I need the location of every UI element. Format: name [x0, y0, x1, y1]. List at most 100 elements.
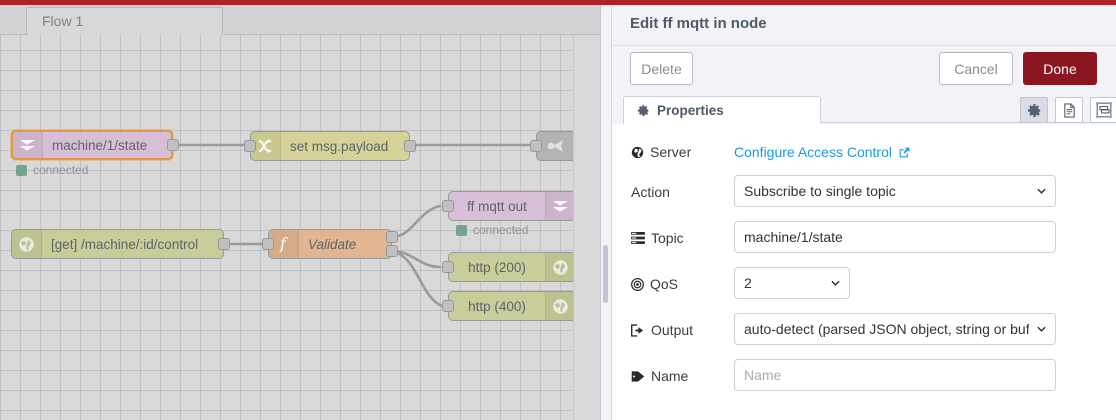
- node-debug[interactable]: [536, 131, 573, 161]
- node-input-port[interactable]: [244, 140, 256, 152]
- node-output-port[interactable]: [404, 140, 416, 152]
- link-text: Configure Access Control: [734, 144, 892, 160]
- tasks-icon: [631, 232, 645, 244]
- node-change[interactable]: set msg.payload: [250, 131, 410, 161]
- tool-gear-button[interactable]: [1020, 97, 1048, 123]
- node-edit-dialog: Edit ff mqtt in node Delete Cancel Done …: [611, 5, 1116, 420]
- field-control-action: Subscribe to single topic: [734, 175, 1056, 207]
- node-label: set msg.payload: [290, 138, 389, 154]
- node-label: ff mqtt out: [467, 198, 527, 214]
- cancel-button[interactable]: Cancel: [939, 52, 1013, 85]
- field-row-name: Name Name: [631, 359, 1101, 393]
- node-http-response-200[interactable]: http (200): [448, 252, 573, 282]
- field-label-qos: QoS: [631, 267, 734, 301]
- flow-workspace: Flow 1: [0, 5, 600, 420]
- node-output-port[interactable]: [218, 238, 230, 250]
- node-function[interactable]: f Validate: [268, 229, 392, 259]
- app-header-bar: [0, 0, 1116, 5]
- dialog-title-separator: [612, 45, 1116, 46]
- field-label-output: Output: [631, 313, 734, 347]
- sign-out-icon: [631, 323, 644, 337]
- node-input-port[interactable]: [442, 261, 454, 273]
- node-label: machine/1/state: [52, 137, 148, 153]
- globe-icon: [545, 292, 573, 320]
- tab-properties[interactable]: Properties: [623, 96, 821, 124]
- label-text: Output: [651, 322, 694, 338]
- status-dot: [456, 224, 467, 236]
- field-label-server: Server: [631, 135, 734, 169]
- done-button[interactable]: Done: [1023, 52, 1097, 85]
- node-http-response-400[interactable]: http (400): [448, 291, 573, 321]
- delete-button[interactable]: Delete: [630, 52, 693, 85]
- topic-input[interactable]: machine/1/state: [734, 221, 1056, 253]
- gear-icon: [1027, 103, 1041, 117]
- field-row-topic: Topic machine/1/state: [631, 221, 1101, 255]
- field-row-action: Action Subscribe to single topic: [631, 175, 1101, 209]
- tool-description-button[interactable]: [1055, 97, 1083, 123]
- properties-form: Server Configure Access Control Action: [612, 124, 1116, 420]
- globe-icon: [631, 146, 644, 158]
- globe-icon: [12, 230, 42, 258]
- mqtt-icon: [545, 192, 573, 220]
- field-control-name: Name: [734, 359, 1056, 391]
- name-input[interactable]: Name: [734, 359, 1056, 391]
- node-label: http (200): [468, 259, 526, 275]
- external-link-icon: [899, 147, 910, 157]
- mqtt-icon: [13, 132, 43, 158]
- node-status-mqtt-out: connected: [456, 223, 528, 237]
- node-input-port[interactable]: [262, 238, 274, 250]
- chevron-down-icon: [1037, 326, 1046, 332]
- chevron-down-icon: [831, 280, 840, 286]
- label-text: QoS: [650, 276, 679, 292]
- node-label: Validate: [308, 236, 357, 252]
- node-output-port[interactable]: [167, 139, 179, 151]
- field-label-topic: Topic: [631, 221, 734, 255]
- select-value: 2: [744, 275, 752, 291]
- globe-icon: [545, 253, 573, 281]
- tool-appearance-button[interactable]: [1090, 97, 1116, 123]
- label-text: Topic: [651, 230, 684, 246]
- select-value: auto-detect (parsed JSON object, string …: [744, 321, 1029, 337]
- node-status-mqtt-in: connected: [16, 163, 88, 177]
- flow-tab-flow-1[interactable]: Flow 1: [26, 7, 223, 36]
- field-row-output: Output auto-detect (parsed JSON object, …: [631, 313, 1101, 347]
- configure-access-control-link[interactable]: Configure Access Control: [734, 135, 911, 169]
- dialog-tab-bar: Properties: [623, 96, 1116, 124]
- node-output-port-1[interactable]: [386, 231, 398, 243]
- output-select[interactable]: auto-detect (parsed JSON object, string …: [734, 313, 1056, 345]
- change-icon: [251, 132, 281, 160]
- node-mqtt-in[interactable]: machine/1/state: [11, 130, 173, 160]
- node-output-port-2[interactable]: [386, 245, 398, 257]
- label-text: Server: [650, 144, 692, 160]
- canvas-right-gutter: [573, 35, 600, 420]
- node-input-port[interactable]: [442, 300, 454, 312]
- field-label-action: Action: [631, 175, 734, 209]
- field-row-qos: QoS 2: [631, 267, 1101, 301]
- field-control-server: Configure Access Control: [734, 135, 911, 169]
- node-label: http (400): [468, 298, 526, 314]
- node-mqtt-out[interactable]: ff mqtt out: [448, 191, 573, 221]
- bullseye-icon: [631, 277, 644, 291]
- field-control-qos: 2: [734, 267, 850, 299]
- panel-resize-handle[interactable]: [603, 245, 608, 303]
- field-control-topic: machine/1/state: [734, 221, 1056, 253]
- appearance-icon: [1096, 102, 1112, 118]
- flow-tab-bar: Flow 1: [0, 5, 600, 36]
- field-control-output: auto-detect (parsed JSON object, string …: [734, 313, 1056, 345]
- action-select[interactable]: Subscribe to single topic: [734, 175, 1056, 207]
- label-text: Name: [651, 368, 689, 384]
- tag-icon: [631, 370, 645, 382]
- chevron-down-icon: [1037, 188, 1046, 194]
- node-input-port[interactable]: [442, 200, 454, 212]
- node-http-in[interactable]: [get] /machine/:id/control: [11, 229, 224, 259]
- qos-select[interactable]: 2: [734, 267, 850, 299]
- status-text: connected: [473, 223, 529, 237]
- function-icon: f: [269, 230, 299, 258]
- node-input-port[interactable]: [530, 140, 542, 152]
- status-dot: [16, 164, 27, 176]
- debug-icon: [537, 132, 573, 160]
- svg-text:f: f: [279, 235, 289, 253]
- panel-divider[interactable]: [600, 5, 611, 420]
- flow-canvas[interactable]: machine/1/state connected set msg.pa: [0, 35, 600, 420]
